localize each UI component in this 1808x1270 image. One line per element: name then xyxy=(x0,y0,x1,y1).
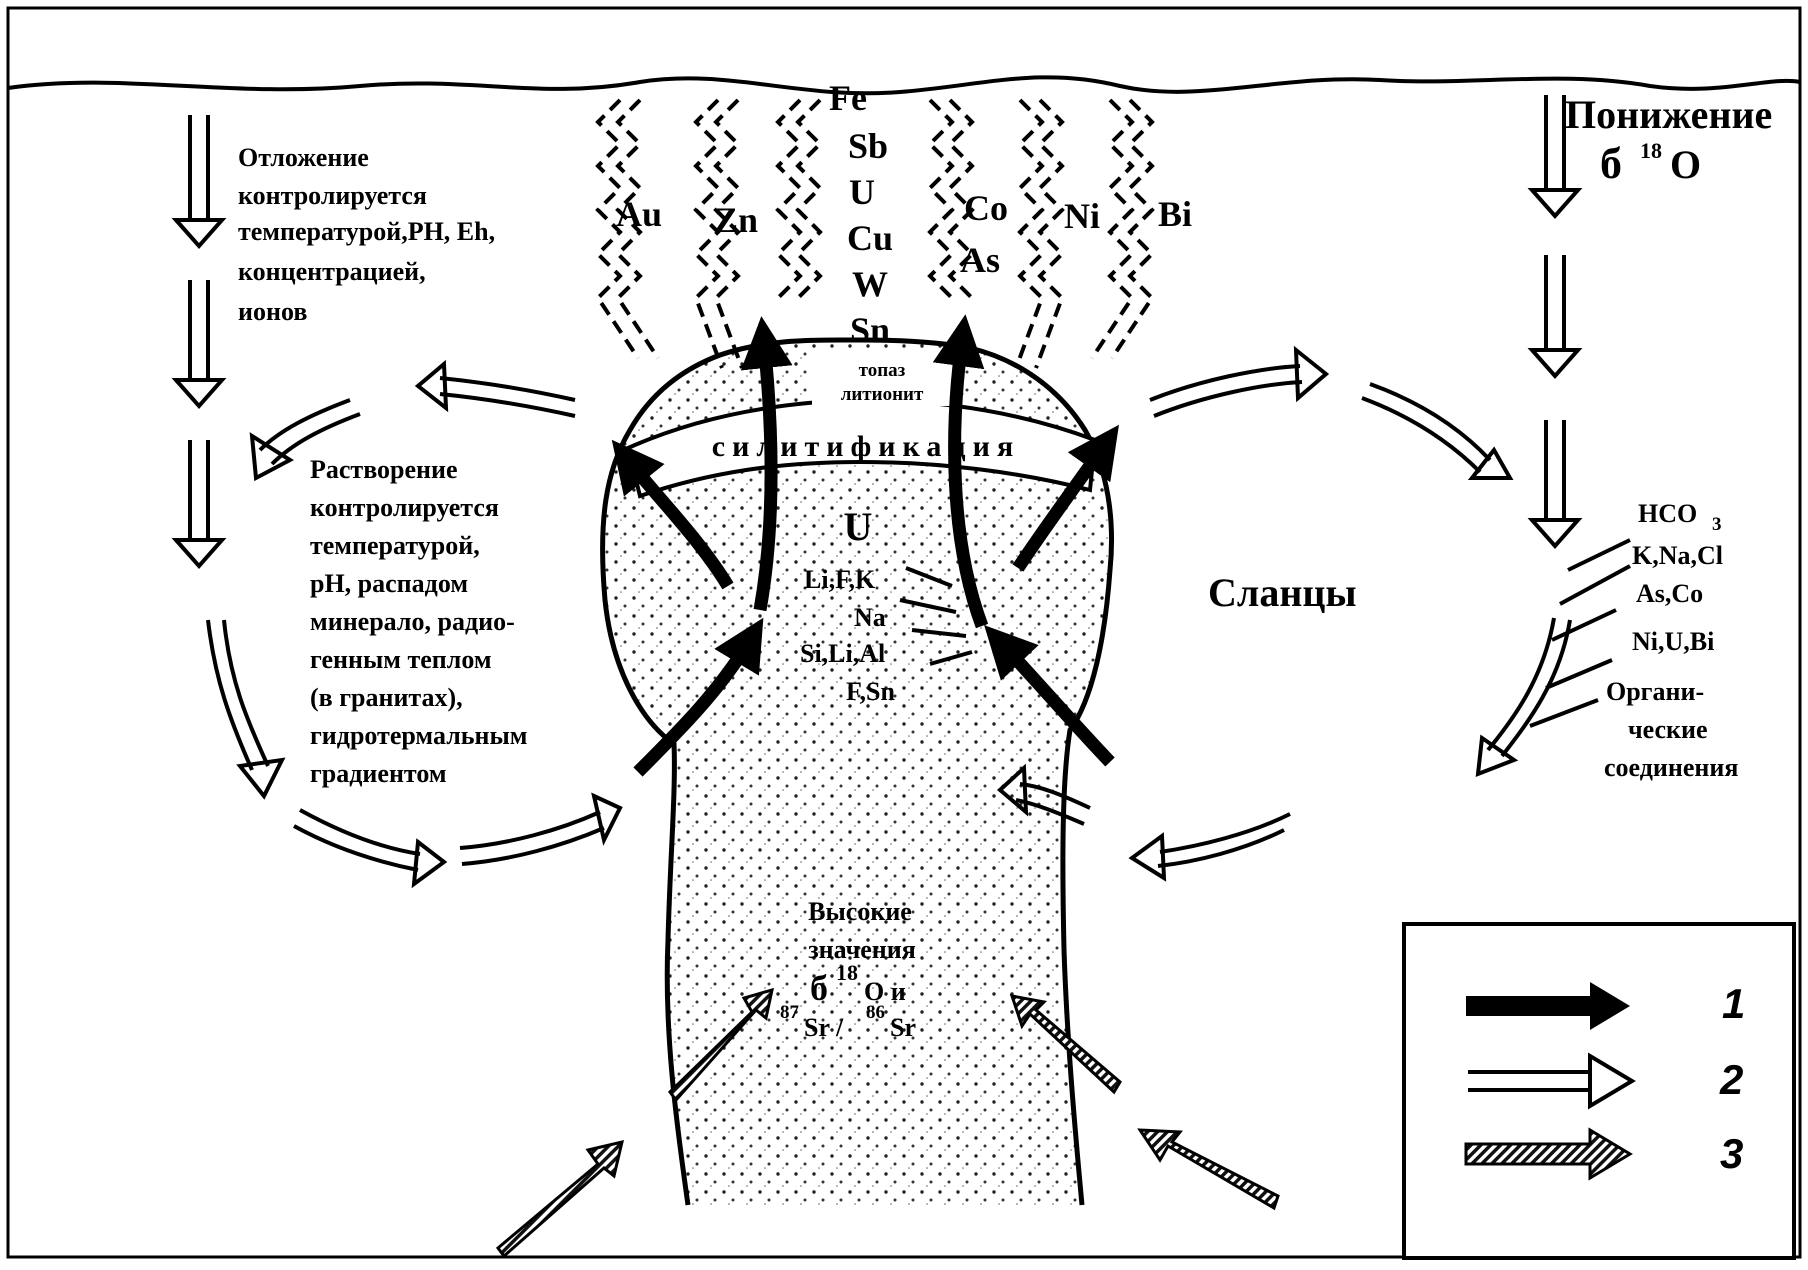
element-au: Au xyxy=(616,194,662,234)
ion-na: Na xyxy=(854,603,886,632)
input-organic-3: соединения xyxy=(1604,753,1738,782)
element-fe: Fe xyxy=(829,78,867,118)
element-u-top: U xyxy=(849,172,875,212)
ion-li-f-k: Li,F,K xyxy=(804,565,876,594)
shales-label: Сланцы xyxy=(1208,570,1357,615)
element-zn: Zn xyxy=(714,200,758,240)
dissolution-line-1: Растворение xyxy=(310,455,458,484)
delta-symbol-top: б xyxy=(1600,139,1622,188)
dissolution-line-5: минерало, радио- xyxy=(310,607,515,636)
dissolution-line-6: генным теплом xyxy=(310,645,492,674)
ion-si-li-al: Si,Li,Al xyxy=(800,639,885,668)
element-cu: Cu xyxy=(847,218,893,258)
stem-sr-tail: Sr xyxy=(890,1013,916,1042)
isotope-number-top: 18 xyxy=(1640,138,1662,163)
dissolution-line-4: pH, распадом xyxy=(310,569,468,598)
lowering-label: Понижение xyxy=(1565,92,1772,137)
input-organic-2: ческие xyxy=(1628,715,1708,744)
element-ni: Ni xyxy=(1064,196,1100,236)
stem-sr87: 87 xyxy=(780,1002,800,1023)
element-sn: Sn xyxy=(850,310,890,350)
stem-line-2: значения xyxy=(808,935,916,964)
element-w: W xyxy=(852,264,888,304)
element-sb: Sb xyxy=(848,126,888,166)
input-as-co: As,Co xyxy=(1636,579,1703,608)
deposition-line-4: концентрацией, xyxy=(238,257,426,286)
input-k-na-cl: K,Na,Cl xyxy=(1632,541,1723,570)
oxygen-symbol-top: O xyxy=(1670,142,1701,187)
element-as: As xyxy=(960,240,1000,280)
ion-f-sn: F,Sn xyxy=(846,677,895,706)
dissolution-line-8: гидротермальным xyxy=(310,721,528,750)
legend-number-3: 3 xyxy=(1720,1130,1743,1177)
stem-sr-mid: Sr / xyxy=(804,1013,844,1042)
lithionite-label: литионит xyxy=(841,384,924,405)
silicification-label: силитификация xyxy=(712,430,1020,463)
element-co: Co xyxy=(964,188,1008,228)
stem-delta: б xyxy=(810,968,828,1008)
input-ni-u-bi: Ni,U,Bi xyxy=(1632,627,1714,656)
dissolution-line-3: температурой, xyxy=(310,531,480,560)
deposition-line-5: ионов xyxy=(238,297,307,326)
input-organic-1: Органи- xyxy=(1606,677,1704,706)
topaz-label: топаз xyxy=(859,360,906,381)
input-hco3: HCO xyxy=(1638,499,1697,528)
deposition-line-3: температурой,PH, Eh, xyxy=(238,217,495,246)
dissolution-line-9: градиентом xyxy=(310,759,447,788)
dissolution-line-2: контролируется xyxy=(310,493,499,522)
stem-sr86: 86 xyxy=(866,1002,885,1023)
element-bi: Bi xyxy=(1158,194,1192,234)
legend-number-2: 2 xyxy=(1719,1056,1743,1103)
deposition-line-1: Отложение xyxy=(238,143,369,172)
ground-surface-line xyxy=(8,77,1800,93)
deposition-line-2: контролируется xyxy=(238,181,427,210)
legend-number-1: 1 xyxy=(1722,980,1745,1027)
input-hco3-subscript: 3 xyxy=(1712,514,1722,535)
stem-oxygen-isotope: 18 xyxy=(836,960,858,985)
cupola-u: U xyxy=(844,504,873,549)
stem-line-1: Высокие xyxy=(808,897,912,926)
dissolution-line-7: (в гранитах), xyxy=(310,683,463,712)
